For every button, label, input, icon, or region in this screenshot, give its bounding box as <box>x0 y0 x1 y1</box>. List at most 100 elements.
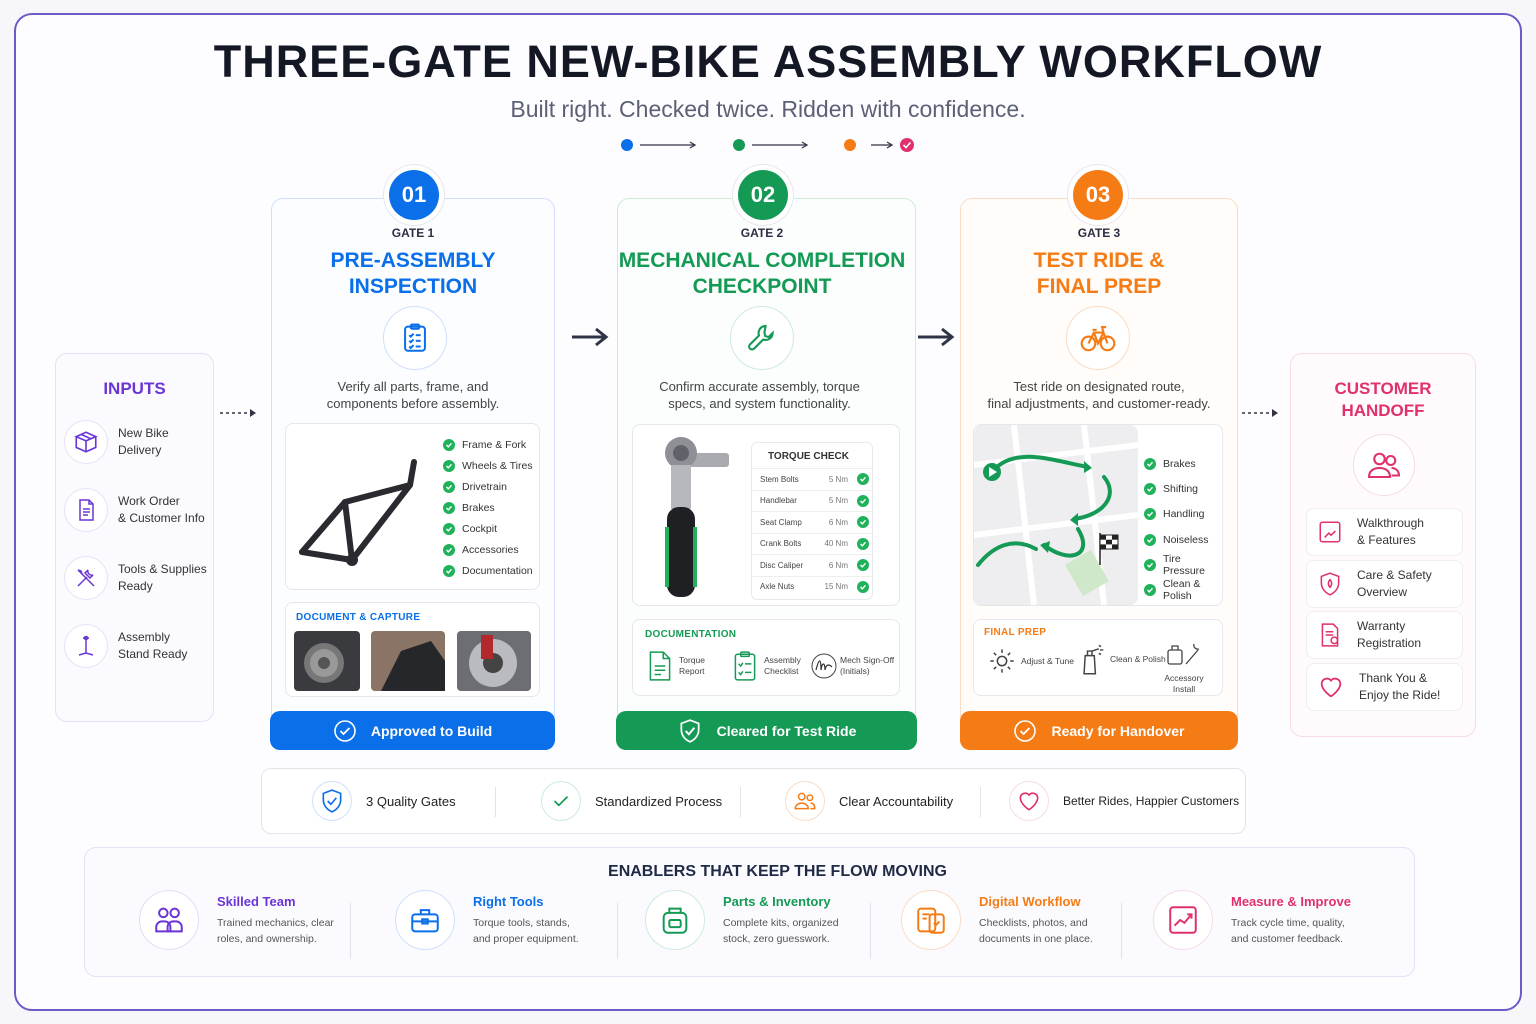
photo-disc-brake[interactable] <box>457 631 531 691</box>
list-item: Frame & Fork <box>443 434 533 455</box>
gate-3-description: Test ride on designated route, final adj… <box>987 379 1211 411</box>
gate-1-title: PRE-ASSEMBLY INSPECTION <box>330 249 496 298</box>
gate-3-final-prep-box: FINAL PREP Adjust & Tune Clean & Polish … <box>973 619 1223 696</box>
gate-1-capture-box: DOCUMENT & CAPTURE <box>285 602 540 697</box>
enabler-item: Right Tools Torque tools, stands,and pro… <box>395 890 645 950</box>
section-label: DOCUMENTATION <box>645 629 737 640</box>
gate-3-number-badge: 03 <box>1073 170 1123 220</box>
inventory-icon <box>645 890 705 950</box>
tools-icon <box>64 556 108 600</box>
status-ready-for-handover[interactable]: Ready for Handover <box>960 711 1238 750</box>
list-item: Noiseless <box>1144 527 1222 552</box>
list-item: Documentation <box>443 560 533 581</box>
section-label: FINAL PREP <box>984 627 1047 638</box>
package-icon <box>64 420 108 464</box>
progress-dot-orange <box>844 139 856 151</box>
heart-icon <box>1009 781 1049 821</box>
inputs-title: INPUTS <box>103 379 166 398</box>
doc-mech-sign-off[interactable]: Mech Sign-Off(Initials) <box>811 652 894 680</box>
page-title: THREE-GATE NEW-BIKE ASSEMBLY WORKFLOW <box>213 36 1323 87</box>
check-icon <box>443 501 455 514</box>
list-item: Brakes <box>443 497 533 518</box>
list-item: Clean & Polish <box>1144 577 1222 602</box>
shield-icon <box>1320 572 1340 596</box>
bike-frame-image <box>299 459 417 566</box>
check-icon <box>857 559 869 572</box>
flow-arrow <box>918 327 955 347</box>
enabler-item: Parts & Inventory Complete kits, organiz… <box>645 890 895 950</box>
gate-2-number-badge: 02 <box>738 170 788 220</box>
gate-2-label: GATE 2 <box>740 226 784 240</box>
signature-icon <box>811 653 837 679</box>
benefit-item: Standardized Process <box>541 781 722 821</box>
gear-wrench-icon <box>990 649 1014 673</box>
status-cleared-for-test-ride[interactable]: Cleared for Test Ride <box>616 711 917 750</box>
progress-dot-blue <box>621 139 633 151</box>
list-item: Handling <box>1144 502 1222 527</box>
photo-cassette[interactable] <box>294 631 360 691</box>
report-icon <box>649 651 671 681</box>
list-item: Wheels & Tires <box>443 455 533 476</box>
status-approved-to-build[interactable]: Approved to Build <box>270 711 555 750</box>
heart-icon <box>1320 677 1342 698</box>
gate-3-checklist: Brakes Shifting Handling Noiseless Tire … <box>1144 451 1222 603</box>
check-icon <box>1144 482 1156 495</box>
list-item: Cockpit <box>443 518 533 539</box>
check-icon <box>443 564 455 577</box>
wrench-icon <box>730 306 794 370</box>
check-icon <box>443 438 455 451</box>
accessory-tools-icon <box>1167 643 1200 665</box>
check-circle-icon <box>541 781 581 821</box>
section-label: DOCUMENT & CAPTURE <box>296 612 421 623</box>
ratchet-wrench-image <box>665 437 729 597</box>
benefit-item: Clear Accountability <box>785 781 953 821</box>
customers-icon <box>1353 434 1415 496</box>
gate-3-test-ride-box: Brakes Shifting Handling Noiseless Tire … <box>973 424 1223 606</box>
people-icon <box>785 781 825 821</box>
prep-clean-polish[interactable]: Clean & Polish <box>1078 642 1166 676</box>
check-circle-icon <box>1014 719 1037 742</box>
progress-indicator <box>621 138 914 152</box>
photo-frame-detail[interactable] <box>371 631 445 691</box>
list-item: Brakes <box>1144 451 1222 476</box>
check-icon <box>857 494 869 507</box>
benefit-item: Better Rides, Happier Customers <box>1009 781 1239 821</box>
dashed-arrow <box>1242 409 1278 417</box>
list-item: Shifting <box>1144 476 1222 501</box>
warranty-icon <box>1321 623 1339 647</box>
check-icon <box>857 580 869 593</box>
flow-arrow <box>572 327 609 347</box>
test-route-map[interactable] <box>974 425 1138 605</box>
benefits-bar: 3 Quality Gates Standardized Process Cle… <box>261 768 1246 834</box>
gate-1-checklist: Frame & Fork Wheels & Tires Drivetrain B… <box>443 434 533 581</box>
enablers-title: ENABLERS THAT KEEP THE FLOW MOVING <box>608 863 947 880</box>
check-icon <box>443 459 455 472</box>
gate-1-label: GATE 1 <box>391 226 435 240</box>
shield-check-icon <box>312 781 352 821</box>
gate-3-label: GATE 3 <box>1077 226 1121 240</box>
clipboard-icon <box>383 306 447 370</box>
prep-adjust-tune[interactable]: Adjust & Tune <box>988 647 1074 675</box>
digital-icon <box>901 890 961 950</box>
check-icon <box>443 543 455 556</box>
handoff-item: Thank You &Enjoy the Ride! <box>1306 663 1463 711</box>
check-icon <box>857 516 869 529</box>
check-icon <box>857 537 869 550</box>
dashed-arrow <box>220 409 256 417</box>
check-icon <box>1144 584 1156 597</box>
bicycle-icon <box>1066 306 1130 370</box>
